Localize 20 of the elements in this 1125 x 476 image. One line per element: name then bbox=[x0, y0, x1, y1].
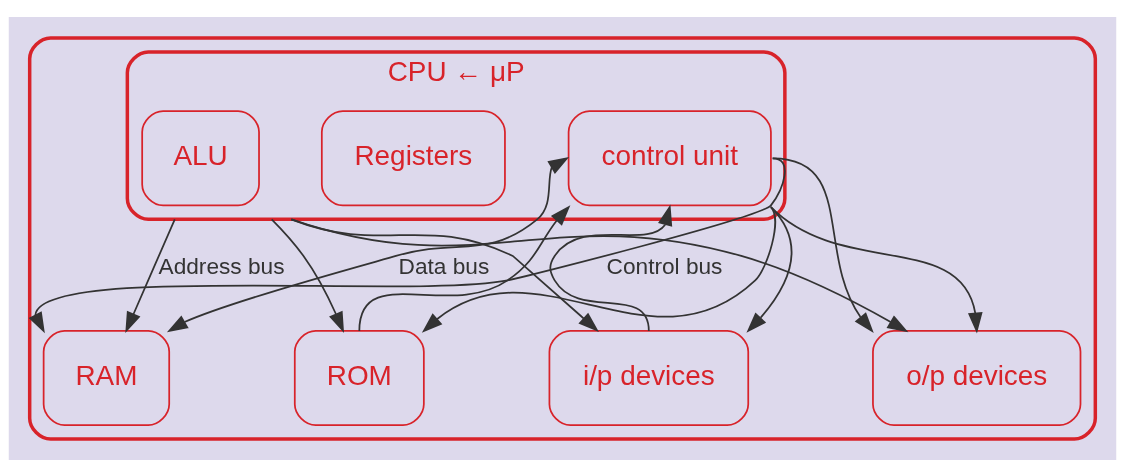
arrow bbox=[166, 156, 570, 332]
arrow bbox=[290, 217, 909, 332]
edge-label: Address bus bbox=[158, 252, 285, 279]
arrow bbox=[125, 217, 176, 333]
edge-label: Control bus bbox=[606, 252, 723, 279]
arrow bbox=[549, 204, 673, 332]
arrow bbox=[358, 204, 571, 332]
arrow bbox=[771, 156, 874, 333]
node-box: RAM bbox=[42, 329, 171, 426]
node-box: ALU bbox=[141, 109, 260, 206]
edge-label: Data bus bbox=[398, 252, 490, 279]
arrow bbox=[28, 156, 786, 333]
node-box: control unit bbox=[567, 109, 772, 206]
node-box: ROM bbox=[293, 329, 425, 426]
node-box: i/p devices bbox=[548, 329, 750, 426]
node-box: Registers bbox=[320, 109, 506, 206]
arrow bbox=[770, 205, 983, 334]
arrow bbox=[421, 205, 776, 333]
node-box: o/p devices bbox=[872, 329, 1082, 426]
arrow bbox=[270, 217, 345, 333]
